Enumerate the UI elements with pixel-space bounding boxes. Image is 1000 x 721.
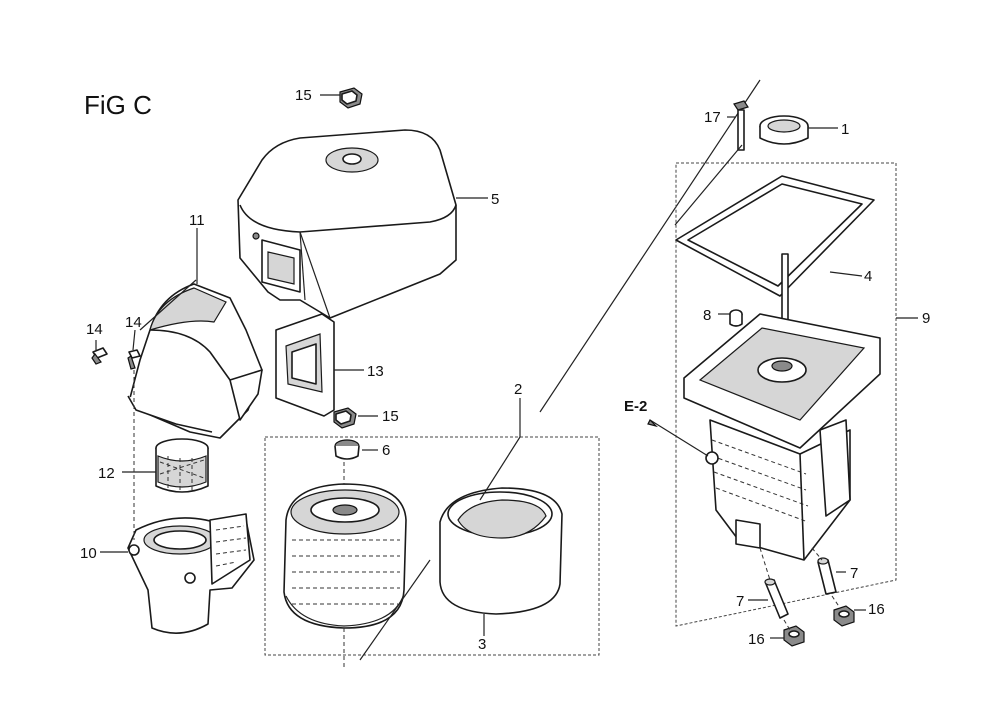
- part-13-plate-gasket: [275, 313, 335, 417]
- callout-17: 17: [704, 109, 721, 126]
- callout-9: 9: [922, 310, 930, 327]
- callout-7-right: 7: [850, 565, 858, 582]
- part-14-screw-left: [91, 347, 108, 365]
- callout-13: 13: [367, 363, 384, 380]
- part-17-bolt: [733, 100, 749, 151]
- callout-1: 1: [841, 121, 849, 138]
- callout-4: 4: [864, 268, 872, 285]
- callout-10: 10: [80, 545, 97, 562]
- part-14-screw-right: [127, 349, 141, 370]
- part-4-case-gasket: [675, 175, 875, 297]
- part-8-seal: [729, 309, 743, 327]
- figure-title: FiG C: [84, 90, 152, 120]
- paper-filter-element: [283, 483, 407, 629]
- callout-6: 6: [382, 442, 390, 459]
- callout-2: 2: [514, 381, 522, 398]
- callout-15-lower: 15: [382, 408, 399, 425]
- part-5-air-cleaner-cover: [237, 129, 457, 319]
- callout-7-left: 7: [736, 593, 744, 610]
- callout-14-left: 14: [86, 321, 103, 338]
- callout-16-right: 16: [868, 601, 885, 618]
- part-16-nut-right: [833, 605, 855, 627]
- callout-16-left: 16: [748, 631, 765, 648]
- callout-e2: E-2: [624, 398, 647, 415]
- callout-5: 5: [491, 191, 499, 208]
- part-9-air-cleaner-case: [683, 313, 881, 561]
- callout-8: 8: [703, 307, 711, 324]
- part-6-grommet: [334, 439, 360, 460]
- callout-14-right: 14: [125, 314, 142, 331]
- air-cleaner-case-frame: [675, 162, 897, 627]
- callout-3: 3: [478, 636, 486, 653]
- part-7-tube-right: [817, 557, 837, 595]
- callout-11: 11: [189, 212, 205, 229]
- part-12-pre-filter: [155, 438, 209, 493]
- part-7-tube-left: [764, 578, 789, 619]
- part-1-collar: [759, 115, 809, 145]
- part-15-clip-lower: [333, 407, 357, 429]
- part-11-intake-duct: [127, 283, 263, 439]
- part-3-foam-element: [439, 487, 563, 615]
- callout-15-top: 15: [295, 87, 312, 104]
- element-assembly-frame: [264, 436, 600, 656]
- callout-12: 12: [98, 465, 115, 482]
- part-15-clip-top: [339, 87, 363, 109]
- part-16-nut-left: [783, 625, 805, 647]
- part-10-intake-body: [127, 513, 255, 634]
